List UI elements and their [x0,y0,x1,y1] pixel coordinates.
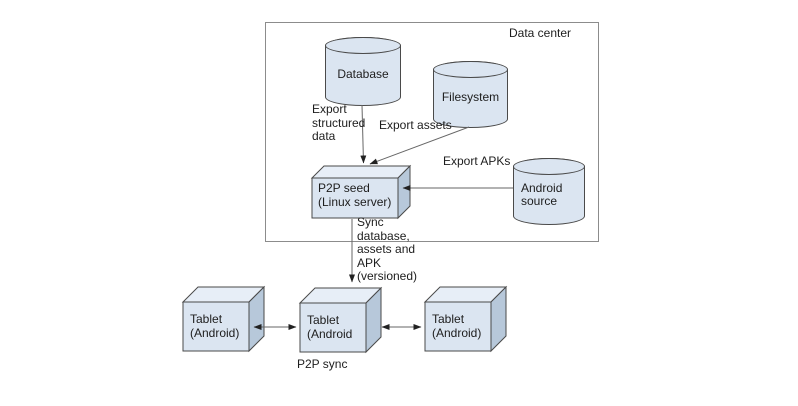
database-label: Database [337,67,389,82]
edge-label-export-apks: Export APKs [443,154,511,168]
android-source-cylinder-rim [513,158,585,175]
edge-label-p2p-sync: P2P sync [297,357,348,371]
node-filesystem: Filesystem [433,61,508,128]
tablet-left-box3d-shape [181,285,266,353]
node-tablet-left [181,285,266,353]
data-center-boundary [265,22,599,242]
node-database: Database [325,37,401,106]
edge-label-export-assets: Export assets [379,118,452,132]
tablet-left-front-face [182,301,250,352]
p2p-seed-front-face [311,177,399,219]
p2p-seed-label: P2P seed (Linux server) [318,181,392,209]
android-source-label: Android source [521,180,563,208]
node-android-source: Android source [513,158,585,225]
node-tablet-right [423,285,508,353]
filesystem-cylinder-rim [433,61,508,78]
p2p-seed-top-face [310,165,412,179]
p2p-seed-box3d-shape [310,164,412,220]
tablet-center-box3d-shape [298,286,383,354]
tablet-right-box3d-shape [423,285,508,353]
data-center-label: Data center [509,26,572,40]
filesystem-label: Filesystem [441,90,500,105]
edge-label-sync: Sync database, assets and APK (versioned… [357,215,418,283]
tablet-center-label: Tablet (Android [307,313,353,341]
tablet-right-front-face [424,301,492,352]
tablet-right-label: Tablet (Android) [432,312,482,340]
tablet-center-front-face [299,302,367,353]
node-tablet-center [298,286,383,354]
node-p2p-seed [310,164,412,220]
tablet-left-label: Tablet (Android) [190,312,240,340]
edge-label-export-structured-data: Export structured data [312,102,366,143]
database-cylinder-rim [325,37,401,54]
